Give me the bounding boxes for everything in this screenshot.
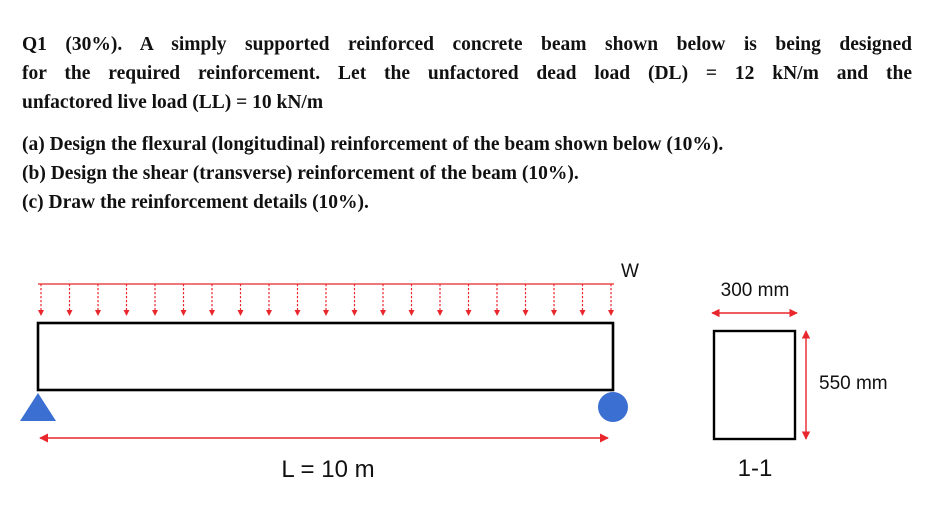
load-arrow-head <box>209 310 215 316</box>
section-width-label: 300 mm <box>721 280 790 301</box>
load-arrow-head <box>237 310 244 316</box>
load-arrow-head <box>608 310 614 316</box>
question-statement: Q1 (30%). A simply supported reinforced … <box>22 30 912 117</box>
part-c: (c) Draw the reinforcement details (10%)… <box>22 192 369 213</box>
load-arrow-head <box>95 310 101 316</box>
roller-support-icon <box>598 392 628 422</box>
load-arrow-head <box>180 310 187 316</box>
question-parts: (a) Design the flexural (longitudinal) r… <box>22 130 912 217</box>
load-arrow-head <box>579 310 586 316</box>
load-arrow-head <box>351 310 358 316</box>
beam-rectangle <box>36 321 615 392</box>
load-arrow-head <box>551 310 557 316</box>
question-text: Q1 (30%). A simply supported reinforced … <box>22 30 912 217</box>
part-b: (b) Design the shear (transverse) reinfo… <box>22 163 579 184</box>
load-arrow-head <box>522 310 529 316</box>
distributed-load: W <box>38 261 639 316</box>
load-arrow-head <box>408 310 415 316</box>
question-line-3: unfactored live load (LL) = 10 kN/m <box>22 92 324 113</box>
section-rectangle <box>712 329 797 441</box>
load-label: W <box>621 261 639 282</box>
load-arrow-head <box>437 310 443 316</box>
load-arrow-head <box>323 310 329 316</box>
load-arrow-head <box>38 310 44 316</box>
load-arrow-head <box>465 310 472 316</box>
load-arrows <box>38 284 614 316</box>
load-arrow-head <box>123 310 130 316</box>
load-arrow-head <box>494 310 500 316</box>
load-arrow-head <box>380 310 386 316</box>
load-arrow-head <box>294 310 301 316</box>
part-a: (a) Design the flexural (longitudinal) r… <box>22 134 724 155</box>
load-arrow-head <box>152 310 158 316</box>
load-arrow-head <box>66 310 73 316</box>
question-line-2: for the required reinforcement. Let the … <box>22 63 912 84</box>
pin-support-icon <box>20 393 56 421</box>
load-arrow-head <box>266 310 272 316</box>
question-line-1: Q1 (30%). A simply supported reinforced … <box>22 34 912 55</box>
section-depth-label: 550 mm <box>819 373 888 394</box>
span-label: L = 10 m <box>281 456 374 483</box>
section-label: 1-1 <box>738 455 773 482</box>
